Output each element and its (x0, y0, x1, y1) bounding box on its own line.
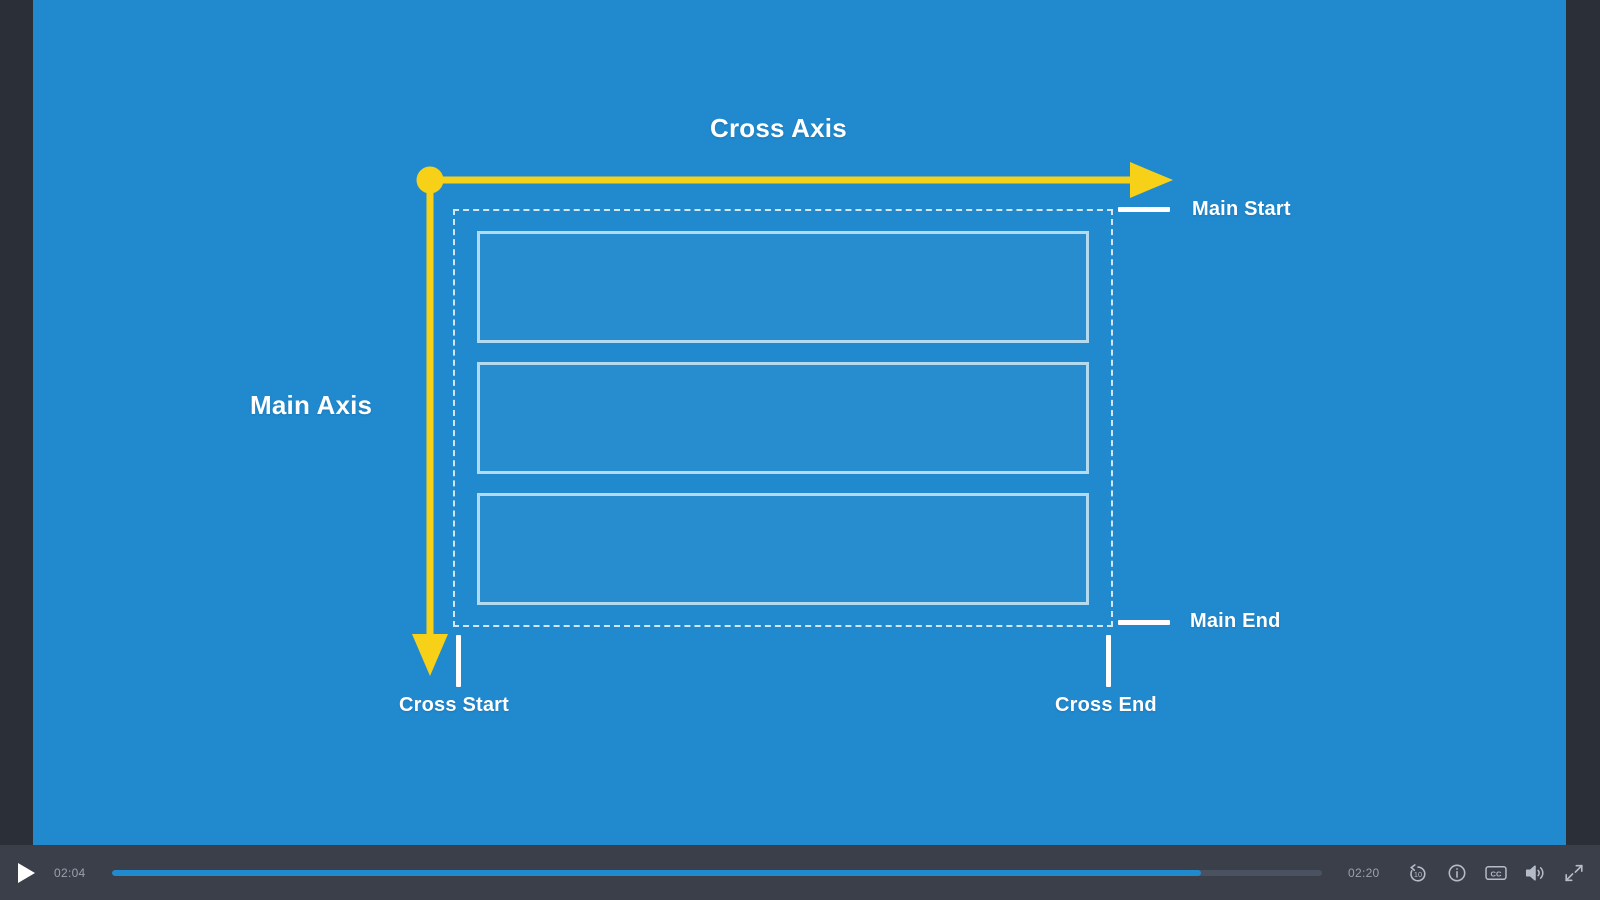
rewind-10-button[interactable]: 10 (1406, 861, 1430, 885)
volume-button[interactable] (1523, 861, 1547, 885)
main-end-label: Main End (1190, 610, 1281, 632)
play-icon (18, 862, 35, 883)
info-icon (1448, 864, 1466, 881)
total-time-label: 02:20 (1348, 865, 1380, 880)
cross-end-tick (1106, 635, 1111, 687)
flex-container (453, 209, 1113, 627)
video-player-controls-bar: 02:04 02:20 10 (0, 845, 1600, 900)
svg-text:10: 10 (1414, 870, 1422, 879)
play-button[interactable] (0, 845, 52, 900)
main-start-label: Main Start (1192, 198, 1291, 220)
rewind-10-icon: 10 (1410, 863, 1426, 882)
closed-captions-button[interactable]: CC (1484, 861, 1508, 885)
cross-axis-arrowhead (1130, 162, 1173, 198)
info-button[interactable] (1445, 861, 1469, 885)
cross-axis-label: Cross Axis (710, 113, 847, 143)
svg-text:CC: CC (1491, 869, 1502, 878)
letterbox-gutter-left (0, 0, 33, 845)
flexbox-axes-diagram: Cross Axis Main Axis Main Start Main End… (33, 0, 1566, 845)
axis-origin-dot (416, 166, 444, 194)
video-stage[interactable]: Cross Axis Main Axis Main Start Main End… (33, 0, 1566, 845)
letterbox-gutter-right (1566, 0, 1600, 845)
flex-item-2 (477, 362, 1089, 474)
main-end-tick (1118, 620, 1170, 625)
closed-captions-icon: CC (1485, 865, 1507, 880)
current-time-label: 02:04 (54, 865, 86, 880)
fullscreen-icon (1565, 864, 1583, 881)
flex-item-1 (477, 231, 1089, 343)
progress-scrubber[interactable] (112, 869, 1322, 876)
main-start-tick (1118, 207, 1170, 212)
player-control-icons: 10 CC (1406, 861, 1586, 885)
cross-end-label: Cross End (1055, 694, 1157, 716)
cross-start-tick (456, 635, 461, 687)
volume-icon (1525, 864, 1544, 881)
fullscreen-button[interactable] (1562, 861, 1586, 885)
progress-fill (112, 869, 1201, 876)
main-axis-arrowhead (412, 634, 448, 676)
main-axis-label: Main Axis (250, 390, 373, 420)
cross-start-label: Cross Start (399, 694, 510, 716)
flex-item-3 (477, 493, 1089, 605)
